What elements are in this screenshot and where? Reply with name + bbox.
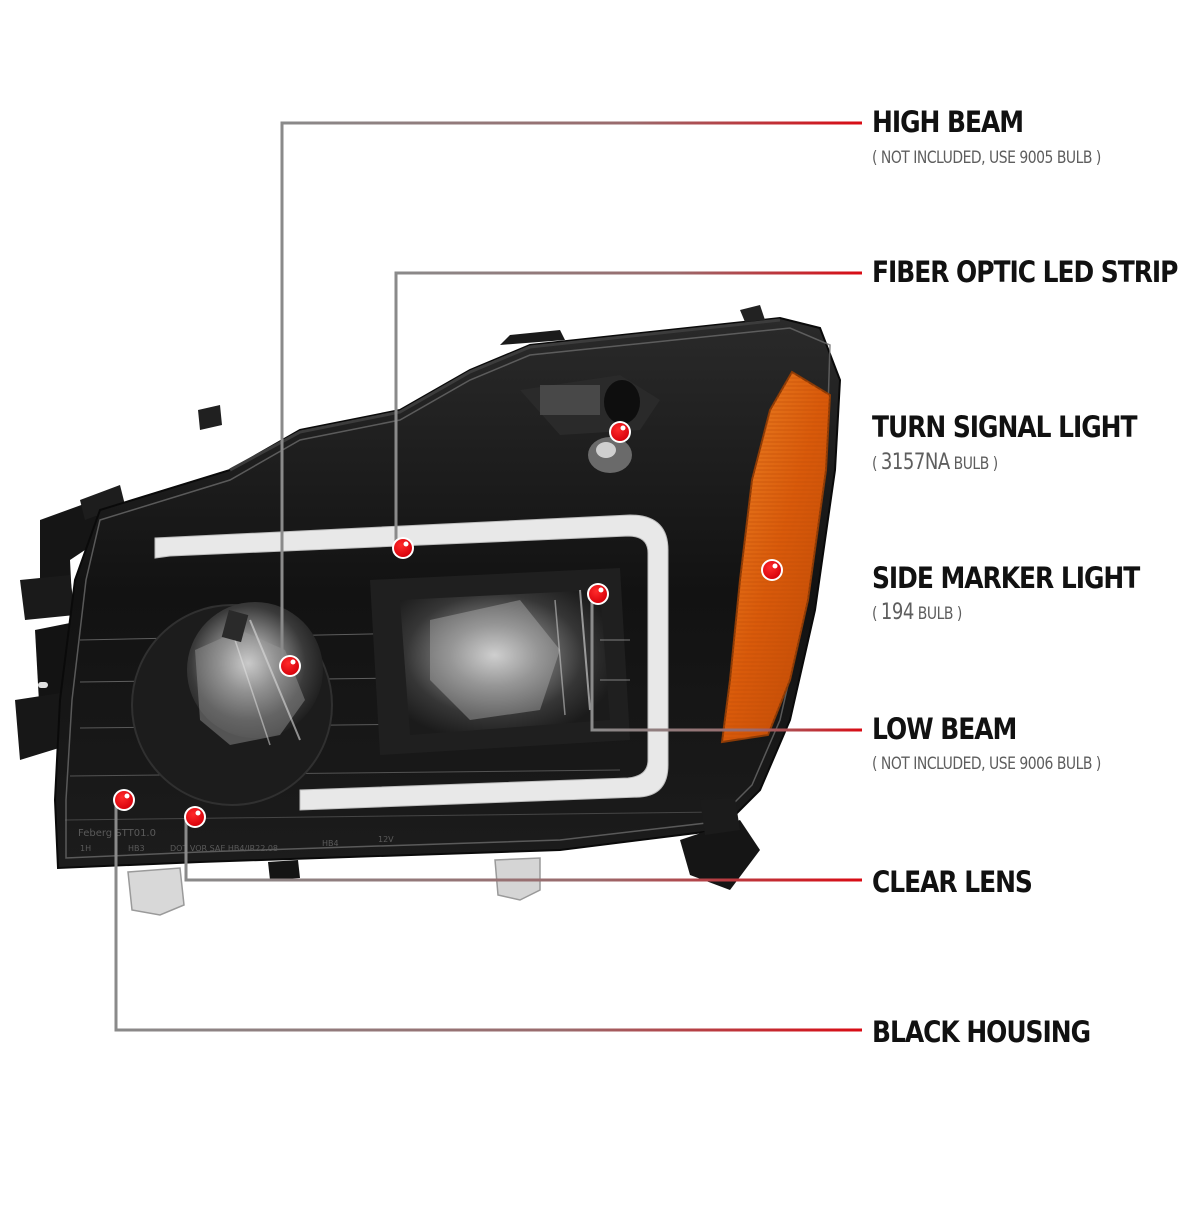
note-prefix: (: [872, 454, 881, 474]
leader-clear-lens: [184, 817, 862, 882]
note-suffix: BULB ): [1052, 754, 1102, 774]
leader-fiber-optic: [394, 271, 862, 546]
note-side-marker-light: ( 194 BULB ): [872, 602, 962, 624]
label-fiber-optic-led-strip: FIBER OPTIC LED STRIP: [872, 255, 1178, 289]
lens-marking-hb3: HB3: [128, 844, 145, 853]
led-strip: [154, 514, 669, 811]
label-side-marker-light: SIDE MARKER LIGHT: [872, 561, 1140, 595]
note-bulb-number: 9006: [1019, 754, 1053, 774]
leader-black-housing: [114, 800, 862, 1032]
reflector-low-beam: [370, 568, 630, 755]
lens-marking-hb4: HB4: [322, 839, 339, 848]
marker-dot-side-marker: [761, 559, 783, 581]
note-bulb-number: 3157NA: [880, 450, 950, 475]
callout-marker-dots: [113, 421, 783, 828]
turn-signal-bulb: [520, 375, 660, 473]
label-high-beam: HIGH BEAM: [872, 105, 1024, 139]
marker-dot-fiber-optic: [392, 537, 414, 559]
amber-side-marker: [720, 370, 832, 744]
label-low-beam: LOW BEAM: [872, 712, 1017, 746]
marker-dot-turn-signal: [609, 421, 631, 443]
lens-marking-1h: 1H: [80, 844, 91, 853]
marker-dot-black-housing: [113, 789, 135, 811]
note-suffix: BULB ): [913, 604, 963, 624]
note-bulb-number: 9005: [1019, 148, 1053, 168]
note-high-beam: ( NOT INCLUDED, USE 9005 BULB ): [872, 150, 1101, 167]
label-turn-signal-light: TURN SIGNAL LIGHT: [872, 410, 1138, 444]
label-black-housing: BLACK HOUSING: [872, 1015, 1091, 1049]
lens-marking-dot: DOT VOR SAE HB4/IR22.08: [170, 844, 278, 853]
bottom-mount-tabs: [127, 798, 760, 916]
marker-dot-low-beam: [587, 583, 609, 605]
note-prefix: (: [872, 604, 881, 624]
note-suffix: BULB ): [1052, 148, 1102, 168]
note-bulb-number: 194: [880, 600, 914, 625]
note-suffix: BULB ): [949, 454, 999, 474]
note-prefix: ( NOT INCLUDED, USE: [872, 148, 1020, 168]
note-low-beam: ( NOT INCLUDED, USE 9006 BULB ): [872, 756, 1101, 773]
marker-dot-clear-lens: [184, 806, 206, 828]
note-prefix: ( NOT INCLUDED, USE: [872, 754, 1020, 774]
marker-dot-high-beam: [279, 655, 301, 677]
note-turn-signal-light: ( 3157NA BULB ): [872, 452, 998, 474]
label-clear-lens: CLEAR LENS: [872, 865, 1033, 899]
lens-marking-12v: 12V: [378, 835, 394, 844]
projector-high-beam: [131, 602, 333, 806]
